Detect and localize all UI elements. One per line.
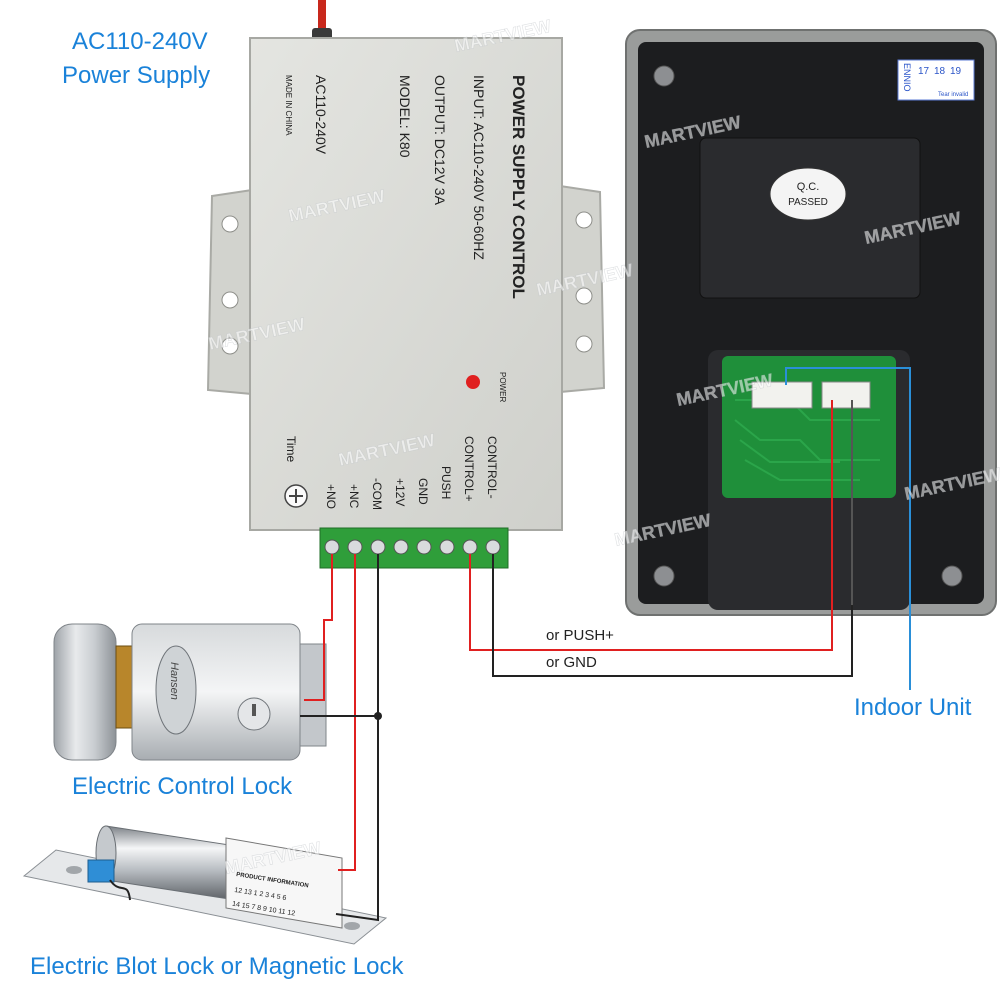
- wiring: [300, 400, 853, 922]
- power-cable: [318, 0, 326, 40]
- sticker-number: 19: [950, 66, 962, 77]
- label-or-push: or PUSH+: [546, 627, 614, 644]
- sticker-brand: ENNIO: [902, 63, 912, 92]
- terminal-label-12v: +12V: [393, 478, 407, 506]
- bolt-wires: [109, 879, 131, 901]
- power-supply-unit: POWER SUPPLY CONTROL INPUT: AC110-240V 5…: [206, 0, 606, 569]
- time-knob-slot: [289, 489, 303, 503]
- lock-side-plate: [299, 643, 327, 747]
- psu-model: MODEL: K80: [397, 75, 413, 158]
- terminal-screws: [324, 539, 501, 555]
- mount-hole: [221, 337, 239, 355]
- lock-keyhole: [252, 704, 256, 716]
- terminal-label-com: -COM: [370, 478, 384, 510]
- bolt-info-body: [225, 837, 343, 929]
- psu-ac-rating: AC110-240V: [313, 75, 329, 155]
- bolt-blue-connector: [87, 859, 115, 883]
- label-indoor-unit: Indoor Unit: [854, 694, 972, 721]
- label-or-gnd: or GND: [546, 654, 597, 671]
- lock-brand: Hansen: [168, 662, 180, 700]
- label-electric-control-lock: Electric Control Lock: [72, 773, 293, 800]
- corner-screw-icon: [653, 65, 675, 87]
- warranty-sticker: [897, 59, 975, 101]
- power-led: [466, 375, 480, 389]
- label-power-supply-line-1: AC110-240V: [72, 28, 208, 55]
- bolt-mount-hole: [344, 922, 360, 930]
- pcb-connector-1: [751, 381, 813, 409]
- sticker-note: Tear invalid: [938, 92, 968, 98]
- corner-screw-icon: [653, 565, 675, 587]
- qc-passed-badge: [769, 167, 847, 221]
- label-electric-bolt-lock: Electric Blot Lock or Magnetic Lock: [30, 953, 404, 980]
- terminal-label-control-minus: CONTROL-: [485, 436, 499, 499]
- sticker-number: 18: [934, 66, 946, 77]
- mount-hole: [575, 287, 593, 305]
- mount-hole: [575, 211, 593, 229]
- electric-bolt-lock: PRODUCT INFORMATION 12 13 1 2 3 4 5 6 14…: [22, 825, 388, 945]
- sticker-number: 17: [918, 66, 930, 77]
- electric-control-lock: Hansen: [53, 623, 327, 761]
- psu-time-label: Time: [284, 436, 298, 463]
- corner-screw-icon: [941, 565, 963, 587]
- mount-hole: [221, 291, 239, 309]
- label-power-supply-line-2: Power Supply: [62, 62, 211, 89]
- wire-com-black: [335, 554, 379, 922]
- wire-no-red: [304, 554, 333, 701]
- wire-nc-red: [338, 554, 356, 871]
- psu-power-label: POWER: [498, 372, 507, 402]
- qc-line-1: Q.C.: [797, 181, 820, 193]
- mount-hole: [221, 215, 239, 233]
- wire-control-minus-black: [492, 554, 853, 677]
- terminal-label-push: PUSH: [439, 466, 453, 499]
- terminal-label-no: +NO: [324, 484, 338, 509]
- power-supply-body: [249, 37, 563, 531]
- lock-brand-oval: [155, 645, 197, 735]
- psu-input: INPUT: AC110-240V 50-60HZ: [471, 75, 487, 260]
- psu-output: OUTPUT: DC12V 3A: [432, 75, 448, 206]
- psu-made-in: MADE IN CHINA: [284, 75, 293, 136]
- wire-junction: [374, 712, 382, 720]
- indoor-blue-wire: [785, 367, 911, 690]
- terminal-label-control-plus: CONTROL+: [462, 436, 476, 502]
- psu-title: POWER SUPPLY CONTROL: [509, 75, 528, 299]
- qc-line-2: PASSED: [788, 197, 828, 208]
- terminal-label-nc: +NC: [347, 484, 361, 509]
- pcb-connector-2: [821, 381, 871, 409]
- bolt-mount-hole: [66, 866, 82, 874]
- mount-hole: [575, 335, 593, 353]
- terminal-label-gnd: GND: [416, 478, 430, 505]
- lock-strike-plate: [53, 623, 117, 761]
- wire-control-plus-red: [469, 554, 833, 651]
